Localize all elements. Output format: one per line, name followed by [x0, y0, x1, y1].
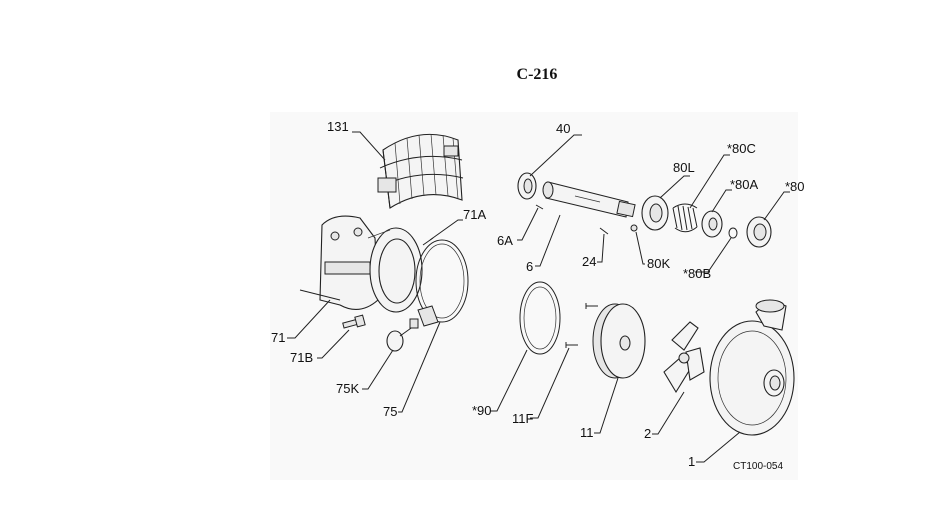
- part-80A-washer: [701, 210, 723, 238]
- label-80B: *80B: [683, 266, 711, 281]
- label-1: 1: [688, 454, 695, 469]
- label-24: 24: [582, 254, 596, 269]
- part-80C-spring: [672, 203, 698, 233]
- part-2-impeller: [663, 321, 705, 394]
- label-11F: 11F: [512, 411, 533, 426]
- label-131: 131: [327, 119, 349, 134]
- label-80: *80: [785, 179, 805, 194]
- label-6: 6: [526, 259, 533, 274]
- part-6-shaft: [542, 181, 636, 218]
- label-75: 75: [383, 404, 397, 419]
- label-11: 11: [580, 425, 594, 440]
- part-75K-knob: [386, 318, 419, 352]
- part-71B-bolt: [342, 314, 366, 329]
- part-11-backplate: [592, 303, 646, 379]
- part-71-adapter: [299, 215, 423, 313]
- part-40-deflector: [517, 172, 537, 200]
- part-75-clamp: [415, 239, 469, 327]
- leader-lines: [287, 131, 790, 463]
- part-80-seal: [746, 216, 772, 248]
- part-24-key: [599, 227, 609, 235]
- label-71A: 71A: [463, 207, 486, 222]
- label-80L: 80L: [673, 160, 695, 175]
- part-90-gasket: [519, 281, 561, 355]
- page-title: C-216: [516, 66, 558, 83]
- label-71: 71: [271, 330, 285, 345]
- label-90: *90: [472, 403, 492, 418]
- part-1-casing: [709, 299, 795, 436]
- part-6A-key: [535, 204, 544, 210]
- label-40: 40: [556, 121, 570, 136]
- label-6A: 6A: [497, 233, 513, 248]
- label-2: 2: [644, 426, 651, 441]
- part-11F-pins: [565, 303, 598, 348]
- label-75K: 75K: [336, 381, 359, 396]
- label-71B: 71B: [290, 350, 313, 365]
- label-80C: *80C: [727, 141, 756, 156]
- drawing-code: CT100-054: [733, 461, 783, 472]
- part-131-guard: [377, 133, 464, 209]
- label-80K: 80K: [647, 256, 670, 271]
- part-80L-seal: [630, 195, 669, 232]
- part-80B-oring: [728, 227, 738, 239]
- label-80A: *80A: [730, 177, 759, 192]
